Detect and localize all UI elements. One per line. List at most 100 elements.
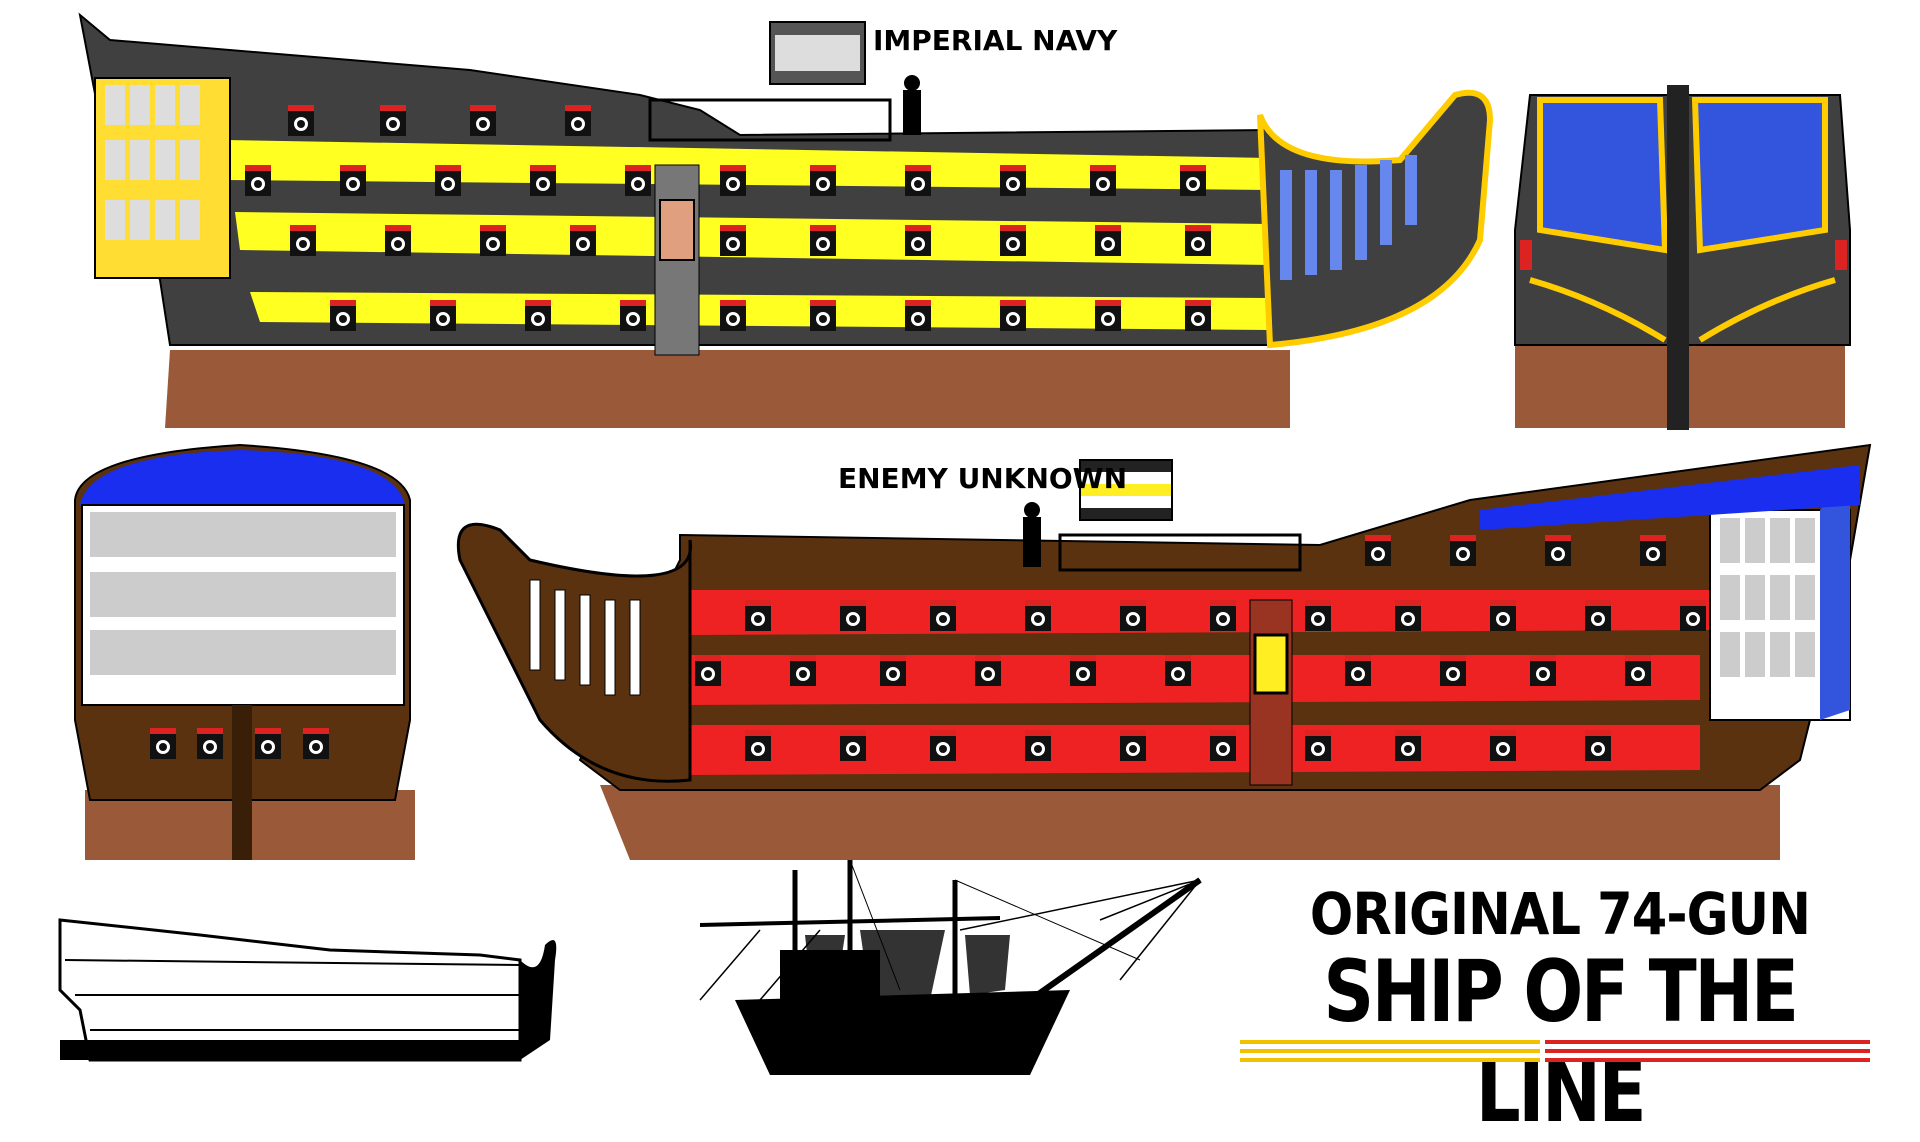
gun-port: [905, 300, 931, 331]
enemy-officer-figure: [1023, 502, 1041, 567]
gun-port: [745, 730, 771, 761]
gun-port: [720, 300, 746, 331]
gun-port: [810, 165, 836, 196]
imperial-keel: [165, 350, 1290, 428]
enemy-entry-port: [1253, 633, 1289, 695]
gun-port: [1185, 225, 1211, 256]
gun-port: [1530, 655, 1556, 686]
gun-port: [905, 165, 931, 196]
gun-port: [1165, 655, 1191, 686]
gun-port: [1070, 655, 1096, 686]
gun-port: [1450, 535, 1476, 566]
gun-port: [470, 105, 496, 136]
enemy-stern-gun-ports: [150, 728, 329, 759]
imperial-bow: [1257, 89, 1494, 349]
gun-port: [1180, 165, 1206, 196]
gun-port: [1625, 655, 1651, 686]
gun-port: [975, 655, 1001, 686]
imperial-flag: [769, 21, 866, 85]
imperial-entry-port: [659, 199, 695, 261]
gun-port: [620, 300, 646, 331]
enemy-quarterdeck: [1480, 465, 1860, 530]
gun-port: [905, 225, 931, 256]
gun-port: [197, 728, 223, 759]
gun-port: [1000, 300, 1026, 331]
gun-port: [930, 730, 956, 761]
gun-port: [1305, 600, 1331, 631]
gun-port: [480, 225, 506, 256]
gun-port: [340, 165, 366, 196]
gun-port: [1185, 300, 1211, 331]
gun-port: [840, 600, 866, 631]
gun-port: [288, 105, 314, 136]
gun-port: [1345, 655, 1371, 686]
enemy-gun-ports: [695, 535, 1706, 761]
gun-port: [1490, 600, 1516, 631]
gun-port: [435, 165, 461, 196]
gun-port: [1025, 730, 1051, 761]
gun-port: [1680, 600, 1706, 631]
gun-port: [1095, 225, 1121, 256]
imperial-deck-rail: [648, 98, 892, 142]
imperial-navy-label: IMPERIAL NAVY: [873, 24, 1118, 57]
title-stripes: [1240, 1040, 1870, 1062]
gun-port: [1210, 600, 1236, 631]
imperial-bow-front-view: [1514, 85, 1851, 430]
enemy-ship-side-view: [456, 443, 1872, 860]
enemy-deck-rail: [1058, 533, 1302, 572]
hull-section-outline: [58, 918, 557, 1062]
gun-port: [430, 300, 456, 331]
ship-plan-sheet: IMPERIAL NAVY: [58, 12, 1872, 1075]
enemy-stripe-lower: [680, 725, 1700, 775]
title-subheading: ORIGINAL 74-GUN: [1309, 880, 1811, 948]
gun-port: [1545, 535, 1571, 566]
enemy-flag: [1079, 459, 1173, 521]
enemy-keel: [600, 785, 1780, 860]
gun-port: [570, 225, 596, 256]
gun-port: [255, 728, 281, 759]
gun-port: [1090, 165, 1116, 196]
sailing-ship-silhouette: [699, 859, 1202, 1075]
gun-port: [930, 600, 956, 631]
gun-port: [245, 165, 271, 196]
gun-port: [1585, 600, 1611, 631]
gun-port: [1365, 535, 1391, 566]
gun-port: [1000, 225, 1026, 256]
imperial-stern-gallery: [94, 77, 231, 279]
gun-port: [1000, 165, 1026, 196]
gun-port: [1120, 730, 1146, 761]
enemy-bow-rails: [529, 579, 641, 696]
gun-port: [1395, 730, 1421, 761]
imperial-officer-figure: [903, 75, 921, 135]
gun-port: [303, 728, 329, 759]
gun-port: [810, 225, 836, 256]
imperial-ship-side-view: [78, 12, 1494, 428]
gun-port: [1395, 600, 1421, 631]
gun-port: [290, 225, 316, 256]
gun-port: [880, 655, 906, 686]
gun-port: [380, 105, 406, 136]
gun-port: [385, 225, 411, 256]
gun-port: [565, 105, 591, 136]
enemy-unknown-label: ENEMY UNKNOWN: [838, 462, 1127, 495]
gun-port: [530, 165, 556, 196]
gun-port: [330, 300, 356, 331]
enemy-bow: [456, 522, 693, 783]
gun-port: [1120, 600, 1146, 631]
gun-port: [1095, 300, 1121, 331]
gun-port: [150, 728, 176, 759]
gun-port: [790, 655, 816, 686]
gun-port: [695, 655, 721, 686]
gun-port: [625, 165, 651, 196]
gun-port: [1440, 655, 1466, 686]
gun-port: [810, 300, 836, 331]
gun-port: [1585, 730, 1611, 761]
gun-port: [1025, 600, 1051, 631]
imperial-gun-ports: [245, 105, 1211, 331]
gun-port: [840, 730, 866, 761]
gun-port: [720, 225, 746, 256]
gun-port: [1490, 730, 1516, 761]
title-block: ORIGINAL 74-GUN SHIP OF THE LINE: [1240, 880, 1880, 1142]
gun-port: [745, 600, 771, 631]
gun-port: [1210, 730, 1236, 761]
